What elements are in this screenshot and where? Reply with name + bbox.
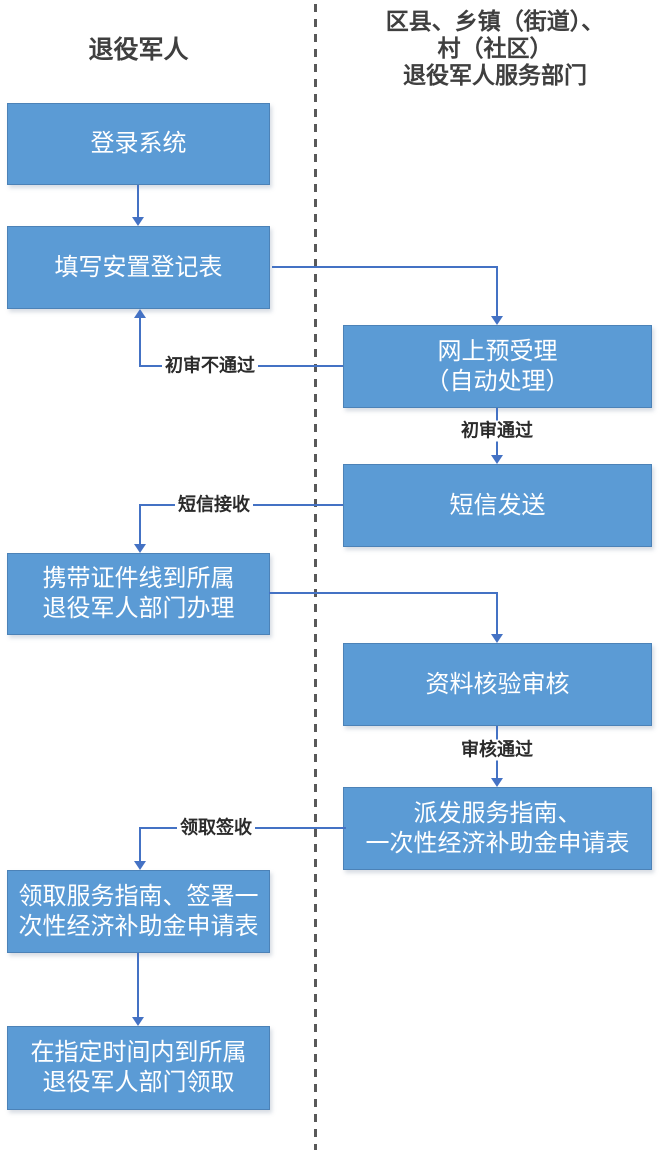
edge-label-review-passed: 审核通过 [458, 739, 536, 761]
arrowhead-sms-to-bring-icon [134, 544, 146, 553]
connector-online-to-fill-v [139, 317, 141, 366]
arrowhead-receive-to-pickup-icon [132, 1017, 144, 1026]
arrowhead-online-to-fill-icon [134, 309, 146, 318]
edge-label-initial-review-failed: 初审不通过 [162, 355, 258, 377]
node-bring-documents-to-department: 携带证件线到所属 退役军人部门办理 [7, 553, 270, 635]
lane-divider-dashed-line [314, 4, 317, 1150]
node-login-system: 登录系统 [7, 103, 270, 185]
node-dispatch-guide-and-application-form: 派发服务指南、 一次性经济补助金申请表 [343, 787, 652, 870]
connector-sms-to-bring-v [139, 504, 141, 545]
node-online-pre-acceptance: 网上预受理 （自动处理） [343, 325, 652, 408]
connector-fill-to-online-h [272, 266, 498, 268]
edge-label-sms-received: 短信接收 [175, 494, 253, 516]
connector-receive-to-pickup-v [137, 953, 139, 1018]
node-fill-resettlement-form: 填写安置登记表 [7, 226, 270, 309]
arrowhead-bring-to-review-icon [491, 634, 503, 643]
node-pickup-at-department: 在指定时间内到所属 退役军人部门领取 [7, 1026, 270, 1110]
node-material-verification-review: 资料核验审核 [343, 643, 652, 726]
connector-bring-to-review-v [496, 592, 498, 635]
node-receive-guide-sign-application: 领取服务指南、签署一 次性经济补助金申请表 [7, 870, 270, 953]
arrowhead-login-to-fill-icon [132, 217, 144, 226]
lane-header-service-departments: 区县、乡镇（街道）、 村（社区） 退役军人服务部门 [385, 8, 605, 88]
edge-label-initial-review-passed: 初审通过 [458, 420, 536, 442]
node-sms-send: 短信发送 [343, 464, 652, 547]
arrowhead-fill-to-online-icon [491, 316, 503, 325]
arrowhead-online-to-sms-icon [491, 455, 503, 464]
connector-bring-to-review-h [269, 592, 498, 594]
lane-header-veteran: 退役军人 [88, 36, 189, 64]
connector-fill-to-online-v [496, 266, 498, 316]
arrowhead-review-to-dispatch-icon [491, 778, 503, 787]
arrowhead-dispatch-to-receive-icon [134, 861, 146, 870]
edge-label-receive-and-sign: 领取签收 [177, 817, 255, 839]
connector-login-to-fill-v [137, 185, 139, 218]
connector-dispatch-to-receive-v [139, 827, 141, 862]
